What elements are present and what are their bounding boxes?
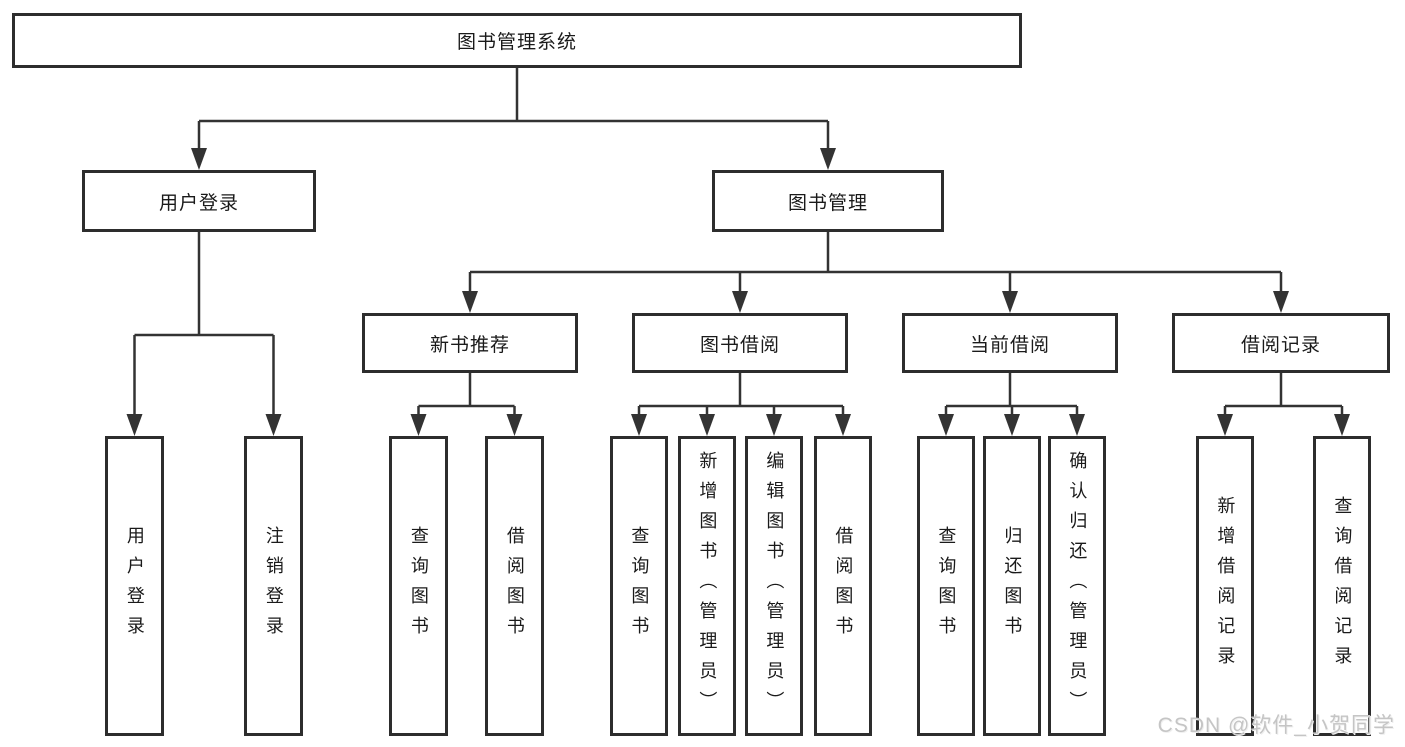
node-new-book-recommend: 新书推荐 — [362, 313, 578, 373]
leaf-borrow-edit-books-admin-label: 编辑图书（管理员） — [764, 451, 785, 721]
leaf-current-query-books: 查询图书 — [917, 436, 975, 736]
node-current-borrowing: 当前借阅 — [902, 313, 1118, 373]
connector-login-to-leaves — [126, 232, 282, 436]
leaf-records-query-record: 查询借阅记录 — [1313, 436, 1371, 736]
node-book-borrowing: 图书借阅 — [632, 313, 848, 373]
leaf-current-confirm-return-admin: 确认归还（管理员） — [1048, 436, 1106, 736]
leaf-current-return-books-label: 归还图书 — [1002, 526, 1023, 646]
node-borrowing-records: 借阅记录 — [1172, 313, 1390, 373]
leaf-newbook-borrow-books-label: 借阅图书 — [504, 526, 525, 646]
leaf-records-query-record-label: 查询借阅记录 — [1332, 496, 1353, 676]
connector-newbook-to-leaves — [410, 373, 523, 436]
csdn-watermark: CSDN @软件_小贺同学 — [1157, 714, 1395, 737]
leaf-current-confirm-return-admin-label: 确认归还（管理员） — [1067, 451, 1088, 721]
node-root: 图书管理系统 — [12, 13, 1022, 68]
leaf-newbook-query-books: 查询图书 — [389, 436, 448, 736]
connector-root-to-level2 — [191, 68, 836, 170]
leaf-borrow-borrow-books: 借阅图书 — [814, 436, 872, 736]
node-book-mgmt-branch: 图书管理 — [712, 170, 944, 232]
leaf-newbook-borrow-books: 借阅图书 — [485, 436, 544, 736]
leaf-logout: 注销登录 — [244, 436, 303, 736]
leaf-borrow-query-books-label: 查询图书 — [629, 526, 650, 646]
leaf-user-login: 用户登录 — [105, 436, 164, 736]
leaf-user-login-label: 用户登录 — [124, 526, 145, 646]
leaf-borrow-add-books-admin-label: 新增图书（管理员） — [697, 451, 718, 721]
leaf-records-add-record: 新增借阅记录 — [1196, 436, 1254, 736]
leaf-current-return-books: 归还图书 — [983, 436, 1041, 736]
connector-current-to-leaves — [938, 373, 1085, 436]
leaf-borrow-edit-books-admin: 编辑图书（管理员） — [745, 436, 803, 736]
connector-records-to-leaves — [1217, 373, 1350, 436]
leaf-records-add-record-label: 新增借阅记录 — [1215, 496, 1236, 676]
leaf-newbook-query-books-label: 查询图书 — [408, 526, 429, 646]
connector-mgmt-to-level3 — [462, 232, 1289, 313]
leaf-borrow-borrow-books-label: 借阅图书 — [833, 526, 854, 646]
node-user-login-branch: 用户登录 — [82, 170, 316, 232]
connector-borrow-to-leaves — [631, 373, 851, 436]
leaf-borrow-query-books: 查询图书 — [610, 436, 668, 736]
leaf-current-query-books-label: 查询图书 — [936, 526, 957, 646]
leaf-borrow-add-books-admin: 新增图书（管理员） — [678, 436, 736, 736]
leaf-logout-label: 注销登录 — [263, 526, 284, 646]
